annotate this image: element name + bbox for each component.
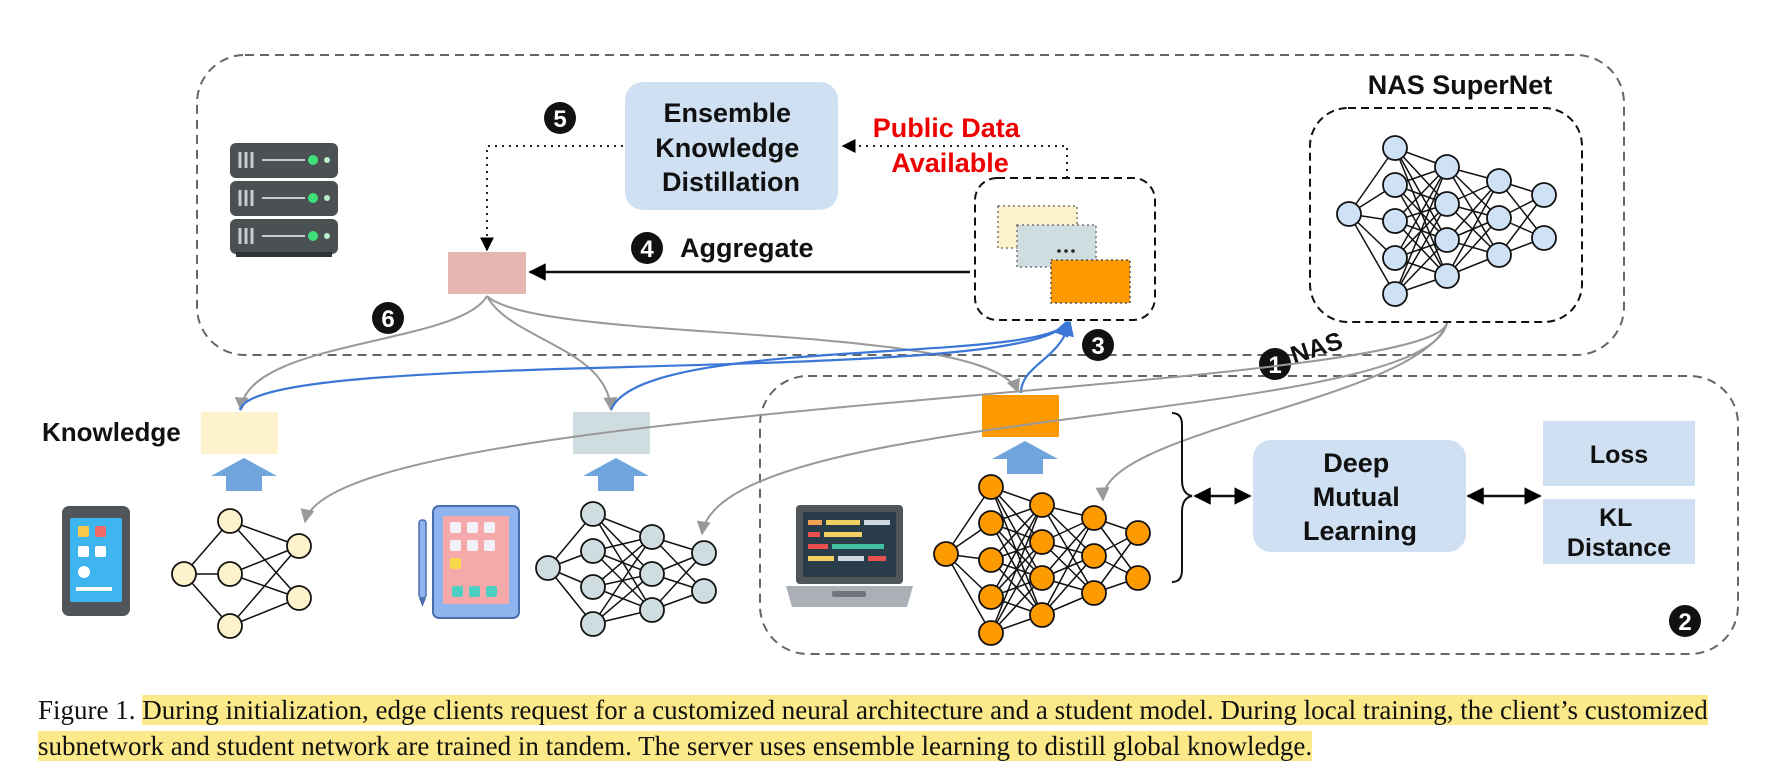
client1-nodes (171, 508, 312, 639)
step-5-badge: 5 (544, 102, 576, 134)
tablet-icon (418, 505, 520, 619)
loss-box (1543, 421, 1695, 486)
client-training-region (759, 375, 1739, 655)
aggregate-to-client1-arrow (234, 295, 488, 412)
server-region (196, 54, 1625, 356)
client3-student-model (982, 395, 1059, 437)
client2-network (547, 513, 705, 625)
caption-label: Figure 1. (38, 695, 136, 725)
client1-to-server-arrow (238, 320, 1068, 411)
supernet-to-client1-arrow (300, 322, 1448, 524)
figure-caption: Figure 1. During initialization, edge cl… (38, 692, 1738, 764)
client2-upload-arrow (583, 458, 649, 491)
aggregate-to-client2-arrow (486, 295, 618, 412)
client2-to-server-arrow (609, 320, 1069, 411)
svg-text:3: 3 (1091, 333, 1104, 360)
supernet-to-client2-arrow (696, 322, 1448, 536)
client3-upload-arrow (992, 441, 1058, 474)
server-icon (230, 143, 338, 257)
step-2-badge: 2 (1669, 605, 1701, 637)
caption-text: During initialization, edge clients requ… (38, 695, 1708, 761)
loss-label: Loss (1590, 441, 1648, 469)
aggregate-label: Aggregate (680, 233, 814, 263)
laptop-icon (786, 505, 913, 607)
collected-models-box (974, 177, 1156, 321)
client3-to-server-arrow (1019, 320, 1074, 394)
client3-nodes (933, 474, 1151, 646)
ensemble-distillation-box (625, 82, 838, 210)
public-data-label: Public Data Available (873, 113, 1028, 178)
supernet-to-client3-arrow (1095, 322, 1448, 502)
deep-mutual-learning-box (1253, 440, 1466, 552)
client2-nodes (535, 501, 717, 637)
svg-text:6: 6 (381, 306, 394, 333)
svg-text:5: 5 (553, 106, 566, 133)
knowledge-label: Knowledge (42, 417, 181, 447)
supernet-nodes (1336, 135, 1557, 307)
ensemble-to-aggregate-arrow (480, 145, 623, 252)
client1-upload-arrow (211, 458, 277, 491)
supernet-title: NAS SuperNet (1368, 70, 1553, 100)
aggregated-model (448, 252, 526, 294)
client2-student-model (573, 412, 650, 454)
collected-model-3 (1050, 259, 1131, 304)
curly-brace (1171, 412, 1193, 583)
client1-student-model (201, 412, 278, 454)
svg-text:4: 4 (640, 236, 654, 263)
supernet-box (1309, 107, 1583, 323)
step-6-badge: 6 (372, 302, 404, 334)
step-3-badge: 3 (1082, 329, 1114, 361)
kl-distance-label: KL Distance (1567, 504, 1671, 562)
kl-distance-box (1543, 499, 1695, 564)
step-4-badge: 4 (631, 232, 663, 264)
phone-icon (62, 506, 130, 616)
svg-text:2: 2 (1678, 609, 1691, 636)
ensemble-label: Ensemble Knowledge Distillation (655, 98, 807, 197)
dml-label: Deep Mutual Learning (1303, 448, 1417, 546)
aggregate-to-client3-arrow (486, 295, 1020, 394)
